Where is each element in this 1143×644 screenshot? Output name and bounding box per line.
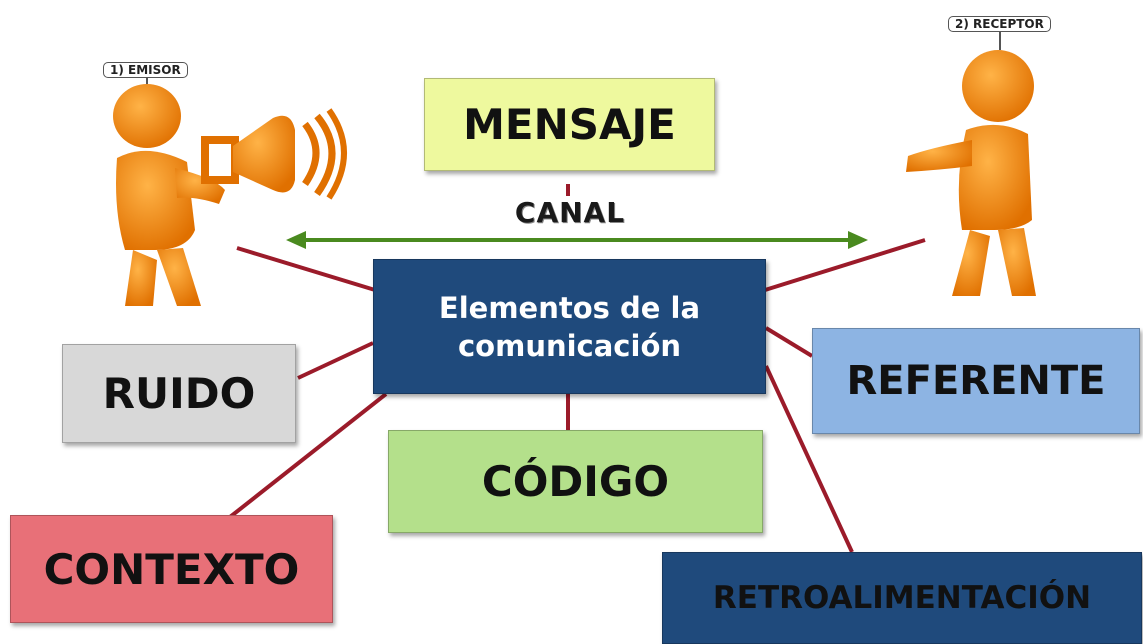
receiver-tag: 2) RECEPTOR xyxy=(948,16,1051,32)
sender-tag: 1) EMISOR xyxy=(103,62,188,78)
connector-context xyxy=(228,392,388,519)
receiver-figure xyxy=(906,30,1036,296)
code-label: CÓDIGO xyxy=(481,457,670,506)
connector-referent xyxy=(764,326,814,358)
noise-box: RUIDO xyxy=(62,344,296,443)
connector-receiver xyxy=(764,238,926,292)
center-box: Elementos de la comunicación xyxy=(373,259,766,394)
feedback-box: RETROALIMENTACIÓN xyxy=(662,552,1142,644)
noise-label: RUIDO xyxy=(102,369,256,418)
center-title: Elementos de la comunicación xyxy=(438,290,701,363)
code-box: CÓDIGO xyxy=(388,430,763,533)
connector-sender xyxy=(236,246,376,292)
context-box: CONTEXTO xyxy=(10,515,333,623)
channel-arrow xyxy=(286,231,868,249)
referent-box: REFERENTE xyxy=(812,328,1140,434)
context-label: CONTEXTO xyxy=(43,544,300,594)
message-box: MENSAJE xyxy=(424,78,715,171)
channel-label: CANAL xyxy=(514,196,626,229)
feedback-label: RETROALIMENTACIÓN xyxy=(712,580,1092,616)
connector-feedback xyxy=(764,365,854,553)
sender-figure xyxy=(113,70,347,306)
message-label: MENSAJE xyxy=(463,100,676,149)
referent-label: REFERENTE xyxy=(846,358,1106,404)
connector-noise xyxy=(297,341,374,380)
